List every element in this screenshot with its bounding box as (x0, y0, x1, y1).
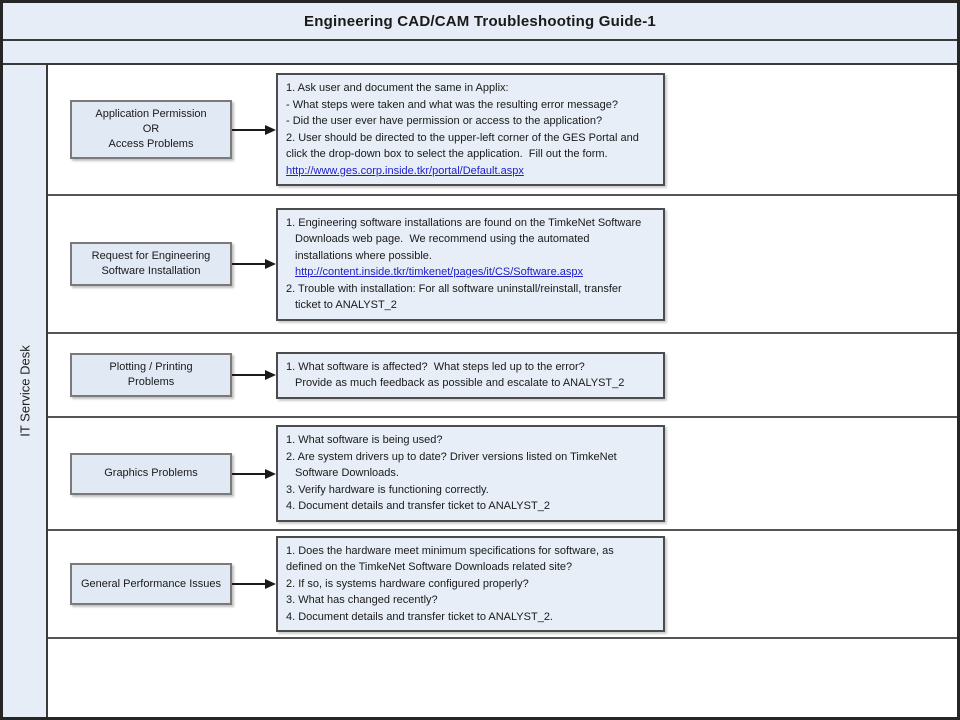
detail-text-line: 1. What software is being used? (286, 434, 443, 447)
detail-box: 1. Does the hardware meet minimum specif… (276, 535, 665, 633)
page-title: Engineering CAD/CAM Troubleshooting Guid… (304, 12, 656, 30)
detail-text-line: - What steps were taken and what was the… (286, 98, 618, 111)
detail-text-line: - Did the user ever have permission or a… (286, 115, 603, 127)
detail-text-line: 2. Are system drivers up to date? Driver… (286, 450, 617, 463)
swimlane-label: IT Service Desk (17, 345, 32, 437)
issue-box-label-line: Problems (127, 376, 175, 388)
detail-hyperlink[interactable]: http://www.ges.corp.inside.tkr/portal/De… (286, 164, 524, 177)
issue-box-label-line: Request for Engineering (91, 250, 211, 262)
detail-text-line: 4. Document details and transfer ticket … (286, 610, 553, 623)
arrow-shaft (232, 128, 265, 131)
issue-box-label-line: General Performance Issues (80, 577, 221, 590)
arrow-shaft (232, 472, 265, 475)
arrow-shaft (232, 263, 265, 265)
detail-box: 1. What software is affected? What steps… (276, 351, 665, 399)
arrow-right-icon (232, 370, 276, 380)
detail-text-line: 1. Does the hardware meet minimum specif… (286, 544, 614, 557)
detail-text-line: Provide as much feedback as possible and… (295, 377, 625, 389)
issue-box-label-line: Plotting / Printing (109, 361, 193, 373)
detail-text-line: click the drop-down box to select the ap… (286, 148, 608, 160)
detail-box: 1. Ask user and document the same in App… (276, 73, 665, 186)
arrow-head (265, 259, 276, 269)
swimlane-label-column: IT Service Desk (3, 65, 48, 717)
detail-text-line: Downloads web page. We recommend using t… (295, 233, 590, 245)
subtitle-band (3, 41, 957, 65)
empty-row (48, 639, 957, 717)
detail-box: 1. What software is being used? 2. Are sy… (276, 425, 665, 522)
detail-text-line: 2. User should be directed to the upper-… (286, 131, 639, 144)
arrow-right-icon (232, 579, 276, 589)
arrow-right-icon (232, 124, 276, 135)
detail-text-line: 3. Verify hardware is functioning correc… (286, 483, 489, 496)
issue-box-label-line: Access Problems (108, 138, 194, 150)
arrow-head (265, 579, 276, 589)
detail-hyperlink[interactable]: http://content.inside.tkr/timkenet/pages… (295, 266, 583, 278)
issue-box-label-line: OR (142, 123, 160, 135)
detail-box: 1. Engineering software installations ar… (276, 207, 665, 321)
arrow-right-icon (232, 468, 276, 479)
detail-text-line: 3. What has changed recently? (286, 594, 438, 607)
detail-text-line: ticket to ANALYST_2 (295, 299, 397, 311)
arrow-right-icon (232, 259, 276, 269)
arrow-head (265, 370, 276, 380)
detail-text-line: 2. Trouble with installation: For all so… (286, 282, 622, 295)
arrow-shaft (232, 583, 265, 585)
arrow-head (265, 468, 276, 479)
issue-box: General Performance Issues (70, 563, 232, 605)
detail-text-line: defined on the TimkeNet Software Downloa… (286, 561, 573, 574)
detail-text-line: 2. If so, is systems hardware configured… (286, 577, 529, 590)
detail-text-line: 4. Document details and transfer ticket … (286, 500, 550, 513)
detail-text-line: 1. Ask user and document the same in App… (286, 82, 509, 94)
detail-text-line: 1. What software is affected? What steps… (286, 360, 585, 373)
detail-text-line: 1. Engineering software installations ar… (286, 216, 642, 229)
title-band: Engineering CAD/CAM Troubleshooting Guid… (3, 3, 957, 41)
flowchart-row: Graphics Problems 1. What software is be… (48, 418, 957, 531)
flowchart-row: General Performance Issues 1. Does the h… (48, 531, 957, 639)
issue-box-label-line: Graphics Problems (104, 467, 198, 479)
detail-text-line: installations where possible. (295, 249, 432, 262)
detail-text-line: Software Downloads. (295, 467, 399, 480)
arrow-shaft (232, 374, 265, 376)
issue-box: Graphics Problems (70, 452, 232, 495)
arrow-head (265, 124, 276, 135)
issue-box-label-line: Software Installation (101, 265, 201, 277)
issue-box-label-line: Application Permission (95, 108, 207, 120)
